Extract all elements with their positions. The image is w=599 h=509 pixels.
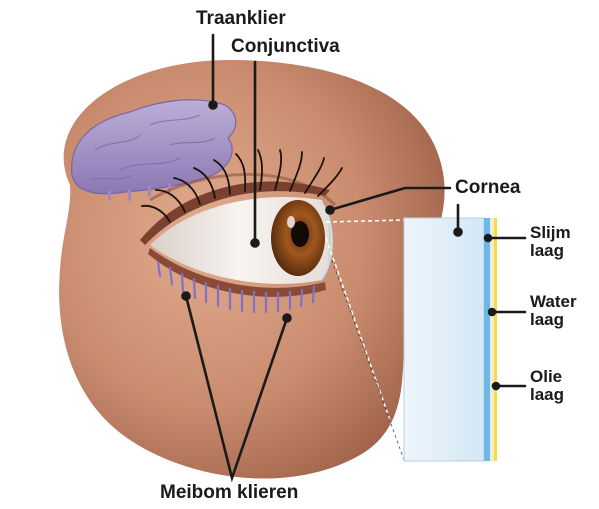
label-slijm-line1: Slijm bbox=[530, 224, 571, 242]
oil-layer bbox=[494, 218, 497, 461]
label-olie-line2: laag bbox=[530, 386, 564, 404]
mucus-layer bbox=[484, 218, 490, 461]
label-slijm-laag: Slijm laag bbox=[530, 224, 571, 260]
water-layer bbox=[490, 218, 494, 461]
label-conjunctiva: Conjunctiva bbox=[231, 37, 340, 57]
label-olie-line1: Olie bbox=[530, 368, 564, 386]
label-meibom-klieren: Meibom klieren bbox=[160, 483, 298, 503]
label-traanklier: Traanklier bbox=[196, 9, 286, 29]
label-slijm-line2: laag bbox=[530, 242, 571, 260]
tear-film-panel bbox=[404, 218, 497, 461]
label-water-line2: laag bbox=[530, 311, 577, 329]
label-cornea: Cornea bbox=[455, 178, 520, 198]
label-water-laag: Water laag bbox=[530, 293, 577, 329]
label-water-line1: Water bbox=[530, 293, 577, 311]
label-olie-laag: Olie laag bbox=[530, 368, 564, 404]
iris-highlight bbox=[287, 216, 295, 228]
